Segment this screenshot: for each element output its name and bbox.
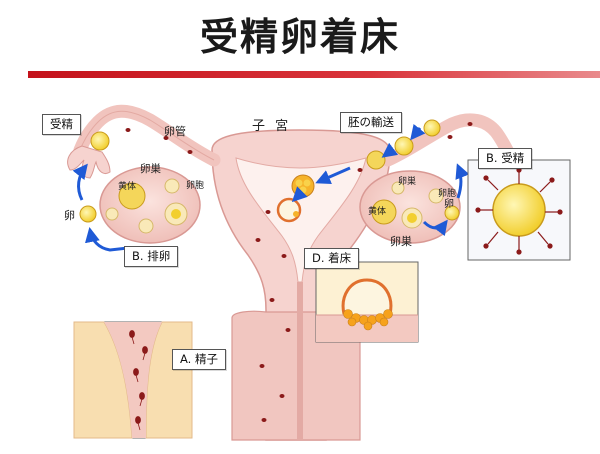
label-egg-right: 卵	[444, 199, 454, 210]
title-divider	[28, 71, 600, 78]
arrow-to-implant	[291, 186, 308, 203]
embryo-stage-3	[366, 150, 386, 170]
morula	[291, 174, 315, 198]
label-ovary-right-bottom: 卵巣	[390, 235, 412, 248]
label-follicle-right: 卵胞	[438, 189, 457, 199]
embryo-stage-1	[423, 119, 441, 137]
uterine-cavity	[235, 157, 367, 283]
label-ovary-right: 卵巣	[398, 177, 417, 187]
arrow-transport-2	[381, 142, 399, 158]
egg-right-ovulated	[444, 205, 460, 221]
label-fallopian-tube: 卵管	[164, 125, 186, 138]
arrow-transport-1	[410, 123, 426, 141]
tag-fertilization-top: 受精	[42, 114, 81, 135]
slide-title: 受精卵着床	[199, 15, 400, 59]
tag-fertilization-b: B. 受精	[478, 148, 533, 169]
fallopian-tube-right	[381, 113, 517, 167]
egg-left-fertilized	[90, 131, 110, 151]
embryo-stage-2	[394, 136, 414, 156]
arrow-transport-3	[315, 166, 351, 185]
label-egg-left: 卵	[64, 209, 75, 222]
label-corpus-luteum-left: 黄体	[118, 182, 137, 192]
tag-embryo-transport: 胚の輸送	[340, 112, 402, 133]
arrow-to-tube-left	[72, 163, 88, 201]
label-corpus-luteum-right: 黄体	[368, 207, 387, 217]
label-follicle-left: 卵胞	[186, 181, 205, 191]
tag-ovulation: B. 排卵	[124, 246, 179, 267]
tag-implantation: D. 着床	[304, 248, 360, 269]
arrow-ovulation	[85, 227, 129, 252]
label-uterus: 子 宮	[252, 119, 292, 134]
arrow-to-ovary-right	[422, 219, 448, 237]
tag-sperm: A. 精子	[172, 349, 226, 370]
label-ovary-left: 卵巣	[140, 163, 161, 175]
fimbriae-left	[67, 145, 111, 179]
egg-left-ovulated	[79, 205, 97, 223]
arrow-fertilization	[455, 163, 470, 199]
blastocyst	[276, 197, 302, 223]
